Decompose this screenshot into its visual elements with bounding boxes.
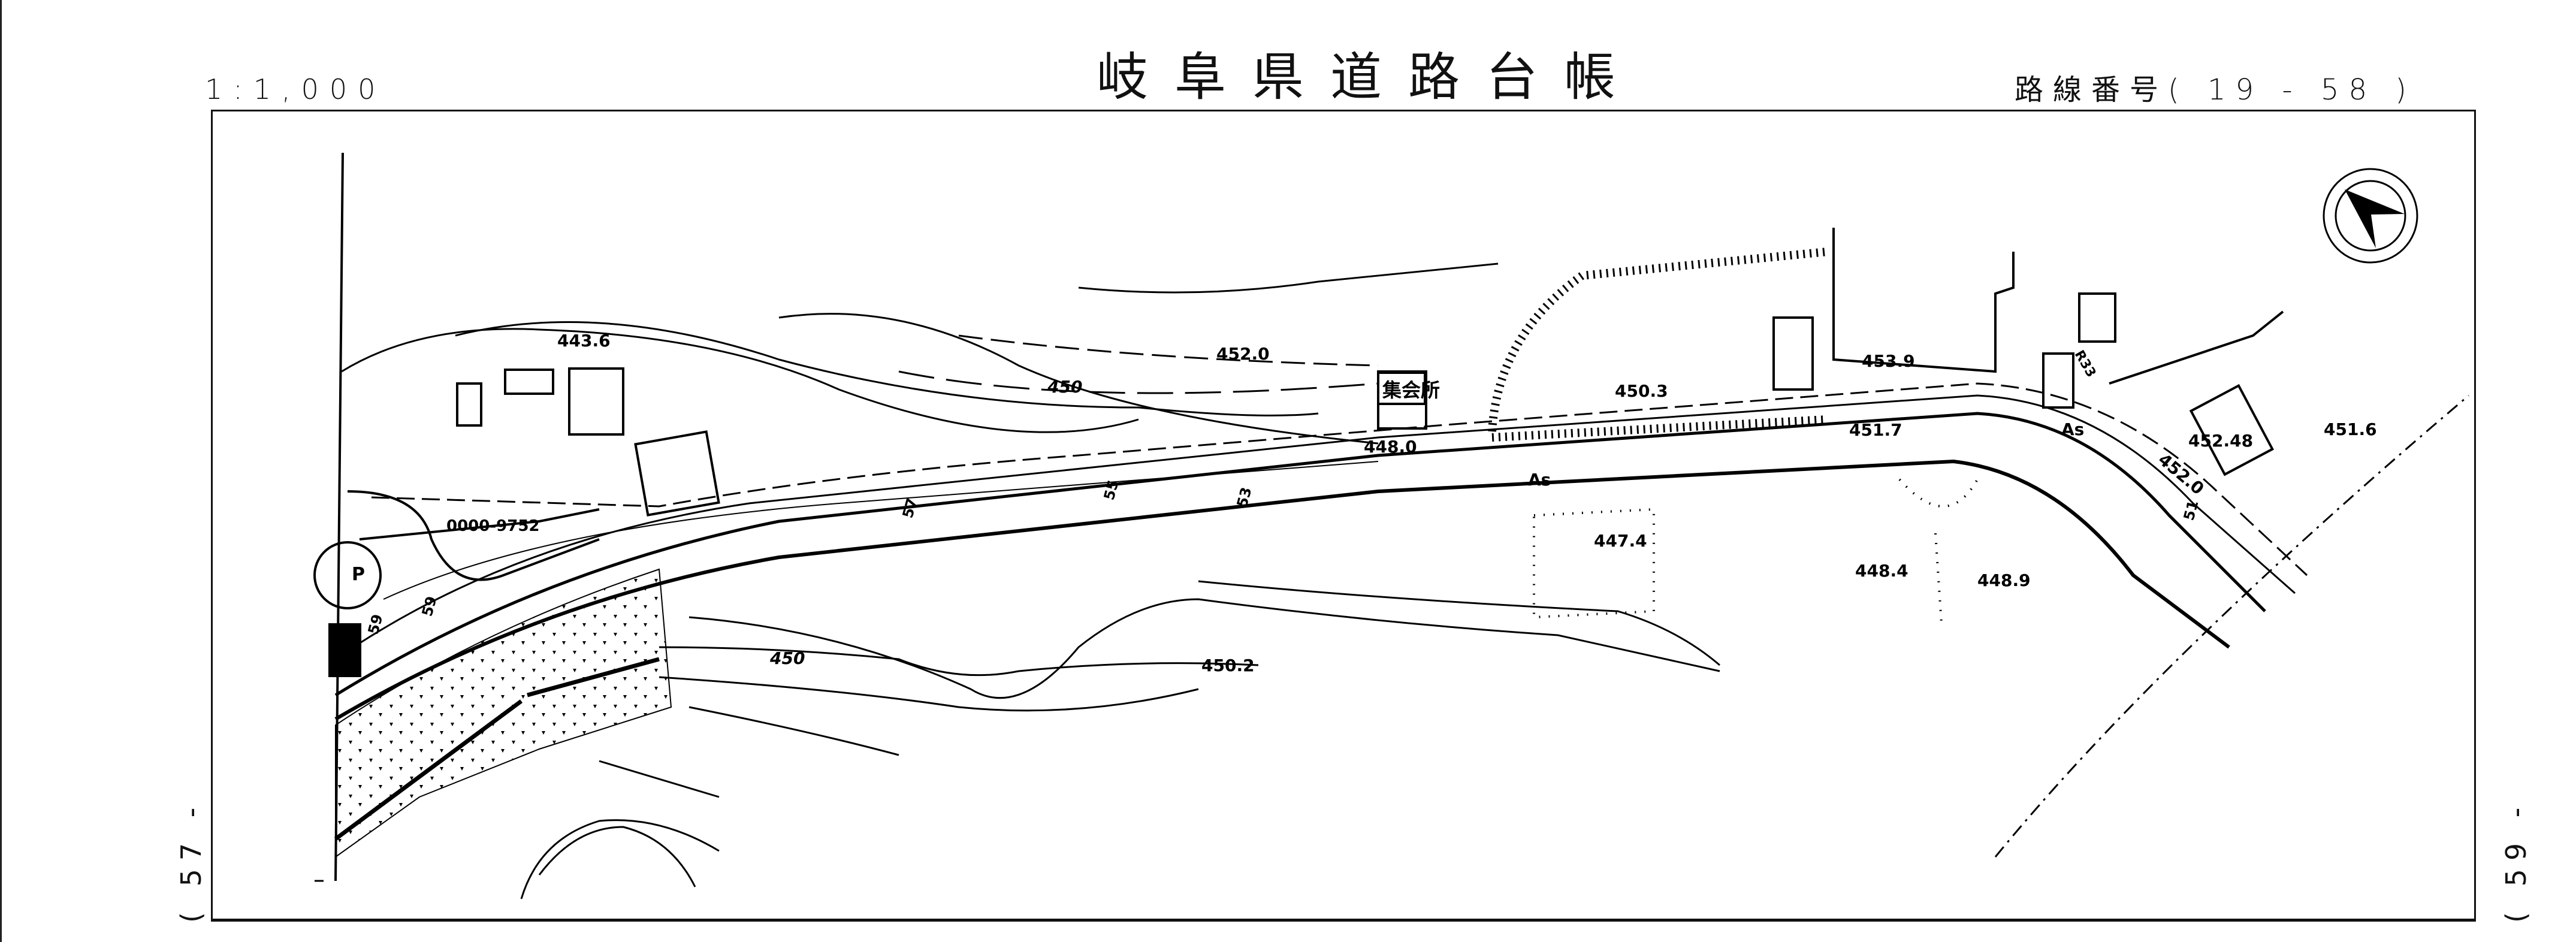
elev-451-7: 451.7 [1849, 420, 1902, 440]
section-marker-59a: 59 [365, 612, 386, 636]
buildings-north [456, 228, 2284, 517]
section-marker-59b: 59 [419, 594, 440, 618]
route-number: 路線番号( 19 - 58 ) [2015, 66, 2416, 108]
elev-452-0-north: 452.0 [1216, 344, 1270, 364]
contours-south [520, 580, 1720, 899]
contour-450-south: 450 [769, 648, 805, 668]
elev-452-48: 452.48 [2188, 431, 2253, 451]
route-number-label: 路線番号 [2015, 73, 2169, 107]
elev-448-4: 448.4 [1855, 561, 1908, 581]
elev-450-3: 450.3 [1615, 381, 1668, 401]
stairs [328, 623, 361, 677]
elev-447-4: 447.4 [1594, 531, 1647, 551]
elev-443-6: 443.6 [557, 331, 611, 351]
elev-451-6: 451.6 [2324, 419, 2377, 439]
curve-label: R33 [2071, 348, 2098, 381]
elev-448-0: 448.0 [1364, 437, 1417, 457]
road-id-label: 0000-9752 [446, 517, 540, 535]
meeting-hall-box [1377, 372, 1426, 405]
meeting-hall-label: 集会所 [1382, 379, 1440, 401]
property-boundary [1994, 394, 2469, 858]
section-marker-51: 51 [2181, 499, 2202, 523]
field-areas [1533, 478, 1979, 624]
document-title: 岐阜県道路台帳 [1097, 47, 1642, 107]
parking-label: P [352, 564, 365, 585]
section-marker-57: 57 [899, 496, 921, 520]
slope-hatch-north [1488, 247, 1828, 432]
pavement-label-west: As [1528, 470, 1551, 490]
elev-450-2: 450.2 [1201, 656, 1255, 675]
north-arrow-icon [2323, 168, 2418, 264]
contours-north [341, 262, 1499, 445]
section-marker-55: 55 [1101, 478, 1122, 502]
scale-label: 1:1,000 [205, 73, 386, 105]
map-frame [211, 110, 2476, 922]
pavement-label-east: As [2061, 419, 2084, 439]
elev-453-9: 453.9 [1862, 351, 1915, 371]
route-number-value: ( 19 - 58 ) [2168, 73, 2416, 107]
contour-450-north: 450 [1047, 377, 1082, 397]
elev-448-9: 448.9 [1977, 570, 2031, 590]
side-road [313, 490, 600, 609]
page-edge [0, 0, 2, 942]
